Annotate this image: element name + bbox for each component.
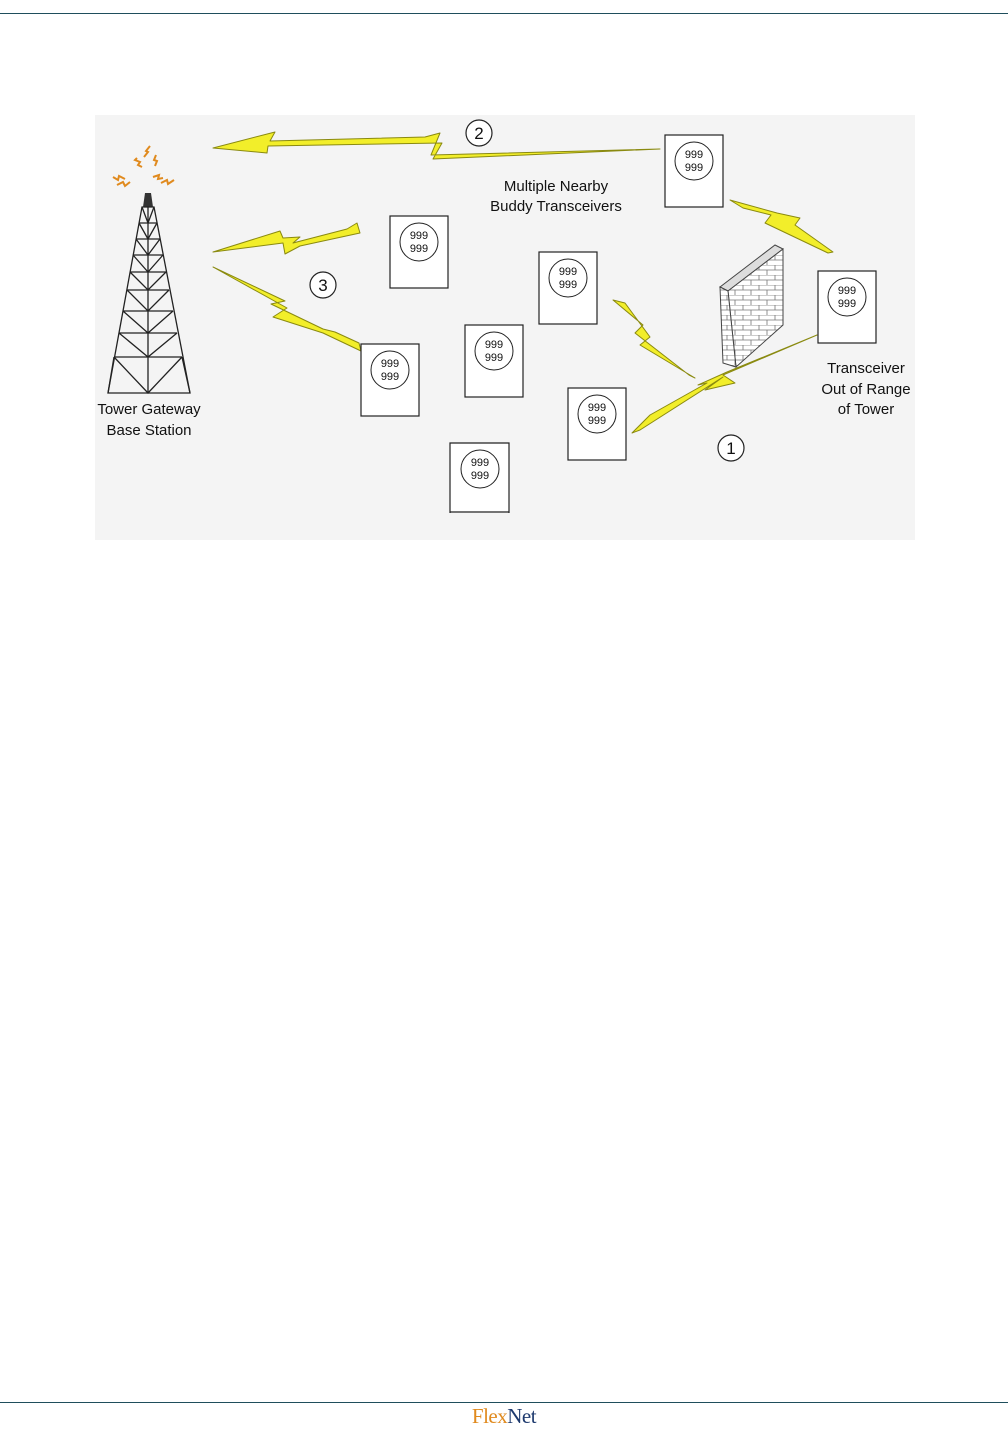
meter-upper-left: 999 999 <box>389 215 449 289</box>
signal-bolt-2 <box>212 131 661 160</box>
svg-text:999: 999 <box>685 162 703 174</box>
header-rule <box>0 13 1008 14</box>
meter-middle-upper: 999 999 <box>538 251 598 325</box>
svg-text:999: 999 <box>588 415 606 427</box>
signal-bolts <box>212 131 834 434</box>
meter-bottom: 999 999 <box>449 442 510 513</box>
svg-text:999: 999 <box>559 279 577 291</box>
meter-lower-left: 999 999 <box>360 343 420 417</box>
step-marker-2: 2 <box>465 119 493 147</box>
svg-text:999: 999 <box>685 149 703 161</box>
signal-bolt-middle <box>612 299 696 379</box>
flexnet-logo: FlexNet <box>0 1404 1008 1429</box>
wall-obstacle-icon <box>719 244 784 369</box>
svg-text:999: 999 <box>471 470 489 482</box>
svg-text:2: 2 <box>474 124 483 143</box>
antenna-burst-icon <box>112 145 175 188</box>
svg-text:999: 999 <box>485 339 503 351</box>
meter-buddy-top: 999 999 <box>664 134 724 208</box>
meter-beyond-wall: 999 999 <box>567 387 627 461</box>
svg-text:999: 999 <box>471 457 489 469</box>
tower-label: Tower Gateway Base Station <box>97 401 201 439</box>
svg-text:Buddy Transceivers: Buddy Transceivers <box>490 198 622 215</box>
svg-text:999: 999 <box>588 402 606 414</box>
step-marker-3: 3 <box>309 271 337 299</box>
mesh-network-diagram: 999 999 999 999 999 999 999 999 999 999 <box>95 115 915 540</box>
diagram-canvas: 999 999 999 999 999 999 999 999 999 999 <box>97 119 911 513</box>
svg-text:999: 999 <box>410 243 428 255</box>
signal-bolt-right <box>729 199 834 254</box>
svg-text:Base Station: Base Station <box>106 422 191 439</box>
svg-text:of Tower: of Tower <box>838 401 894 418</box>
svg-text:999: 999 <box>381 358 399 370</box>
svg-text:999: 999 <box>485 352 503 364</box>
svg-text:999: 999 <box>381 371 399 383</box>
svg-text:999: 999 <box>410 230 428 242</box>
svg-text:999: 999 <box>838 285 856 297</box>
logo-flex: Flex <box>471 1404 508 1428</box>
meter-out-of-range: 999 999 <box>817 270 877 344</box>
out-of-range-label: Transceiver Out of Range of Tower <box>821 360 910 418</box>
meter-center: 999 999 <box>464 324 524 398</box>
signal-bolt-1 <box>631 334 818 434</box>
tower-icon <box>107 145 191 394</box>
svg-text:999: 999 <box>838 298 856 310</box>
signal-bolt-3 <box>212 266 362 352</box>
footer-rule <box>0 1402 1008 1403</box>
svg-text:Tower Gateway: Tower Gateway <box>97 401 201 418</box>
svg-text:Transceiver: Transceiver <box>827 360 905 377</box>
step-marker-1: 1 <box>717 434 745 462</box>
svg-text:1: 1 <box>726 439 735 458</box>
svg-text:Out of Range: Out of Range <box>821 381 910 398</box>
logo-net: Net <box>507 1404 537 1428</box>
svg-text:Multiple Nearby: Multiple Nearby <box>504 178 609 195</box>
svg-text:999: 999 <box>559 266 577 278</box>
signal-bolt-upper <box>212 222 361 255</box>
buddy-label: Multiple Nearby Buddy Transceivers <box>490 178 622 215</box>
svg-text:3: 3 <box>318 276 327 295</box>
